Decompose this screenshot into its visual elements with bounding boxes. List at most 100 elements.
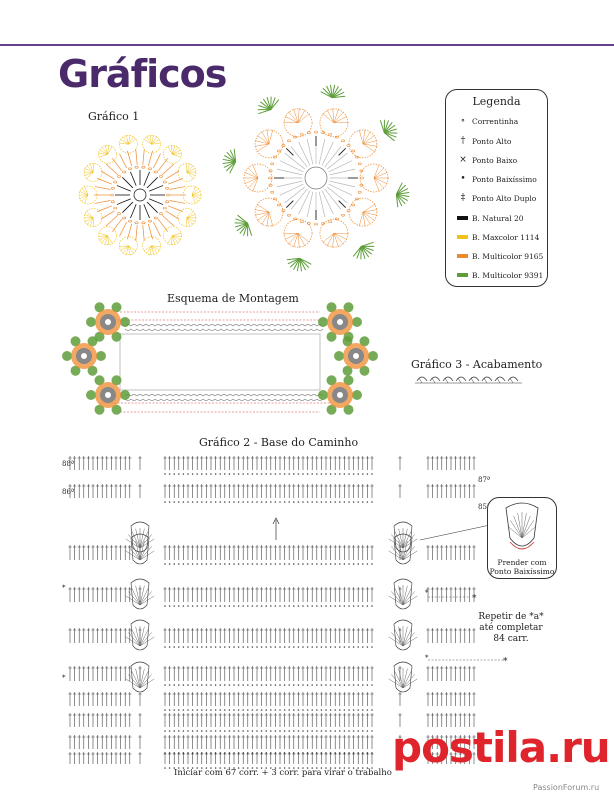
stitch-mark — [396, 193, 410, 198]
chain-mark — [329, 684, 332, 686]
stitch-mark — [402, 587, 412, 606]
edging-mark — [481, 376, 493, 382]
stitch-mark — [276, 180, 303, 188]
braid-mark — [166, 328, 174, 331]
asterisk-mark: * — [62, 674, 66, 682]
chain-mark — [346, 209, 351, 212]
chain-mark — [329, 473, 332, 475]
chain-mark — [279, 684, 281, 686]
chain-mark — [224, 501, 226, 503]
stitch-mark — [332, 108, 335, 123]
chain-mark — [371, 709, 373, 711]
stitch-mark — [358, 129, 364, 144]
braid-mark — [292, 398, 300, 401]
stitch-mark — [402, 530, 412, 549]
edging-mark — [442, 376, 454, 382]
chain-mark — [205, 605, 208, 607]
chain-mark — [154, 170, 158, 174]
mini-center — [105, 392, 111, 398]
chain-mark — [168, 473, 171, 475]
watermark-postila: postila.ru — [392, 723, 611, 772]
stitch-mark — [186, 214, 196, 218]
stitch-mark — [247, 167, 259, 179]
stitch-mark — [391, 546, 404, 561]
stitch-mark — [266, 212, 270, 227]
stitch-mark — [373, 164, 380, 179]
chain-mark — [196, 684, 198, 686]
chain-mark — [334, 684, 337, 686]
stitch-mark — [135, 585, 141, 606]
mini-leaf — [368, 351, 378, 361]
stitch-mark — [322, 88, 333, 98]
stitch-mark — [395, 182, 403, 195]
chain-mark — [357, 605, 360, 607]
chain-mark — [214, 709, 217, 711]
braid-mark — [256, 324, 264, 327]
stitch-mark — [247, 223, 253, 236]
stitch-mark — [131, 530, 141, 549]
stitch-mark — [402, 670, 412, 689]
shell-outline — [130, 521, 150, 553]
big-flower-arrows — [274, 136, 358, 220]
chain-mark — [329, 605, 332, 607]
stitch-mark — [130, 171, 137, 186]
braid-mark — [142, 324, 150, 327]
chain-mark — [187, 730, 189, 732]
chain-mark — [196, 605, 198, 607]
watermark-passionforum: PassionForum.ru — [533, 783, 600, 792]
petal-mark — [142, 236, 161, 256]
chain-mark — [357, 646, 360, 648]
shell-outline — [393, 521, 413, 553]
shell-motif — [125, 661, 155, 693]
chain-mark — [242, 563, 244, 565]
chain-mark — [187, 767, 189, 769]
chain-mark — [242, 767, 244, 769]
chain-mark — [260, 709, 263, 711]
braid-mark — [238, 324, 246, 327]
chain-mark — [251, 501, 254, 503]
chain-mark — [110, 200, 115, 204]
stitch-mark — [324, 146, 342, 168]
stitch-mark — [151, 245, 161, 248]
stitch-mark — [139, 528, 145, 549]
stitch-mark — [116, 198, 131, 205]
stitch-mark — [157, 218, 169, 232]
chain-mark — [233, 767, 235, 769]
legend-label: B. Multicolor 9391 — [472, 270, 544, 280]
stitch-mark — [402, 628, 412, 647]
stitch-mark — [395, 194, 399, 208]
mini-leaf — [318, 390, 328, 400]
mini-center — [81, 353, 87, 359]
chain-mark — [173, 473, 175, 475]
stitch-mark — [139, 546, 152, 561]
braid-mark — [220, 394, 228, 397]
stitch-mark — [329, 168, 356, 176]
chain-stitch-icon: ∘ — [460, 116, 466, 126]
braid-mark — [274, 328, 282, 331]
stitch-mark — [254, 143, 270, 147]
chain-mark — [237, 605, 240, 607]
chain-mark — [357, 563, 360, 565]
mini-leaf — [86, 390, 96, 400]
row-label-88: 88ª — [62, 460, 75, 468]
stitch-mark — [396, 184, 406, 195]
stitch-mark — [384, 124, 396, 134]
shell-motif — [125, 619, 155, 651]
stitch-mark — [223, 161, 236, 168]
stitch-mark — [373, 177, 388, 184]
chain-mark — [306, 563, 309, 565]
chain-mark — [164, 563, 166, 565]
stitch-mark — [373, 177, 380, 192]
chain-mark — [329, 767, 332, 769]
stitch-mark — [244, 172, 259, 179]
chain-mark — [329, 730, 332, 732]
repeat-line3: 84 carr. — [493, 634, 529, 644]
stitch-mark — [362, 143, 376, 153]
chain-mark — [339, 684, 341, 686]
stitch-mark — [122, 136, 129, 145]
stitch-mark — [139, 678, 155, 689]
legend-item-tr: ‡Ponto Alto Duplo — [454, 191, 537, 205]
stitch-mark — [229, 161, 237, 174]
chain-mark — [164, 709, 166, 711]
